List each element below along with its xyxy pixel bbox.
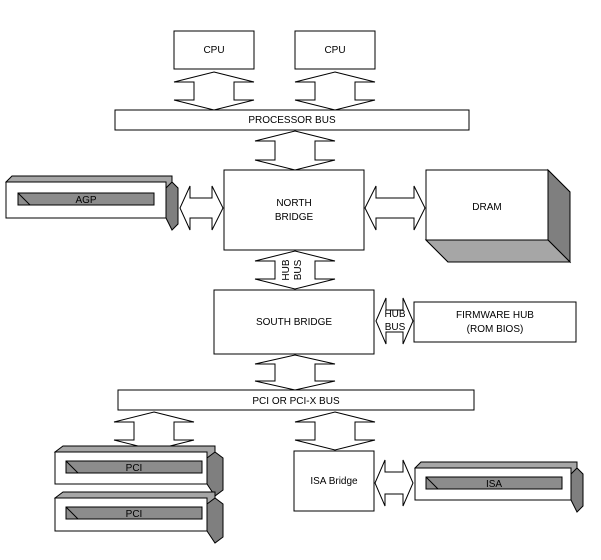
isa-bridge	[293, 450, 375, 512]
processor-bus-label: PROCESSOR BUS	[248, 115, 336, 126]
hub-bus-horizontal-label-1: HUB	[384, 309, 405, 320]
south-bridge-label: SOUTH BRIDGE	[256, 317, 332, 328]
processor-bus	[114, 109, 470, 131]
dram-label: DRAM	[472, 202, 501, 213]
agp-slot-mark	[17, 192, 31, 206]
pci-bus-cards-arrow	[113, 411, 195, 451]
pci-card-2-side	[206, 497, 224, 544]
firmware-hub-label-1: FIRMWARE HUB	[456, 310, 534, 321]
agp-north-arrow	[179, 185, 224, 231]
isa-label: ISA	[486, 479, 502, 490]
dram-bottom	[424, 239, 572, 263]
cpu-label-1: CPU	[203, 45, 224, 56]
pci-slot-1-mark	[65, 460, 79, 474]
pci-label-1: PCI	[126, 463, 143, 474]
hub-bus-vertical-label-1: HUB	[281, 259, 292, 280]
isa-card-side	[570, 467, 584, 513]
bus-north-arrow	[254, 130, 336, 171]
isa-bridge-card-arrow	[374, 459, 414, 507]
pci-label-2: PCI	[126, 509, 143, 520]
cpu1-bus-arrow	[173, 71, 255, 111]
pci-bus-isa-arrow	[294, 411, 376, 451]
cpu-box-1	[173, 30, 255, 70]
pci-slot-1	[65, 460, 203, 474]
isa-bridge-label: ISA Bridge	[310, 476, 358, 487]
firmware-hub	[413, 301, 577, 343]
north-dram-arrow	[364, 185, 426, 231]
cpu2-bus-arrow	[294, 71, 376, 111]
pci-bus	[117, 389, 475, 411]
pci-slot-2-mark	[65, 506, 79, 520]
agp-card-side	[165, 181, 179, 231]
hub-bus-horizontal-label-2: BUS	[385, 322, 406, 333]
north-bridge	[223, 169, 365, 251]
pci-card-1-side	[206, 451, 224, 497]
pci-slot-2	[65, 506, 203, 520]
isa-slot-mark	[425, 476, 439, 490]
dram	[425, 169, 549, 241]
south-bridge	[213, 289, 375, 355]
firmware-hub-label-2: (ROM BIOS)	[467, 324, 524, 335]
agp-slot	[17, 192, 155, 206]
south-pci-bus-arrow	[254, 354, 336, 391]
pci-bus-label: PCI OR PCI-X BUS	[252, 396, 340, 407]
isa-slot	[425, 476, 563, 490]
north-bridge-label-1: NORTH	[276, 198, 311, 209]
north-bridge-label-2: BRIDGE	[275, 212, 314, 223]
cpu-box-2	[294, 30, 376, 70]
agp-label: AGP	[75, 195, 96, 206]
hub-bus-vertical-label-2: BUS	[293, 259, 304, 280]
hub-bus-arrow-vertical	[254, 250, 336, 290]
hub-bus-arrow-horizontal	[375, 297, 414, 345]
cpu-label-2: CPU	[324, 45, 345, 56]
